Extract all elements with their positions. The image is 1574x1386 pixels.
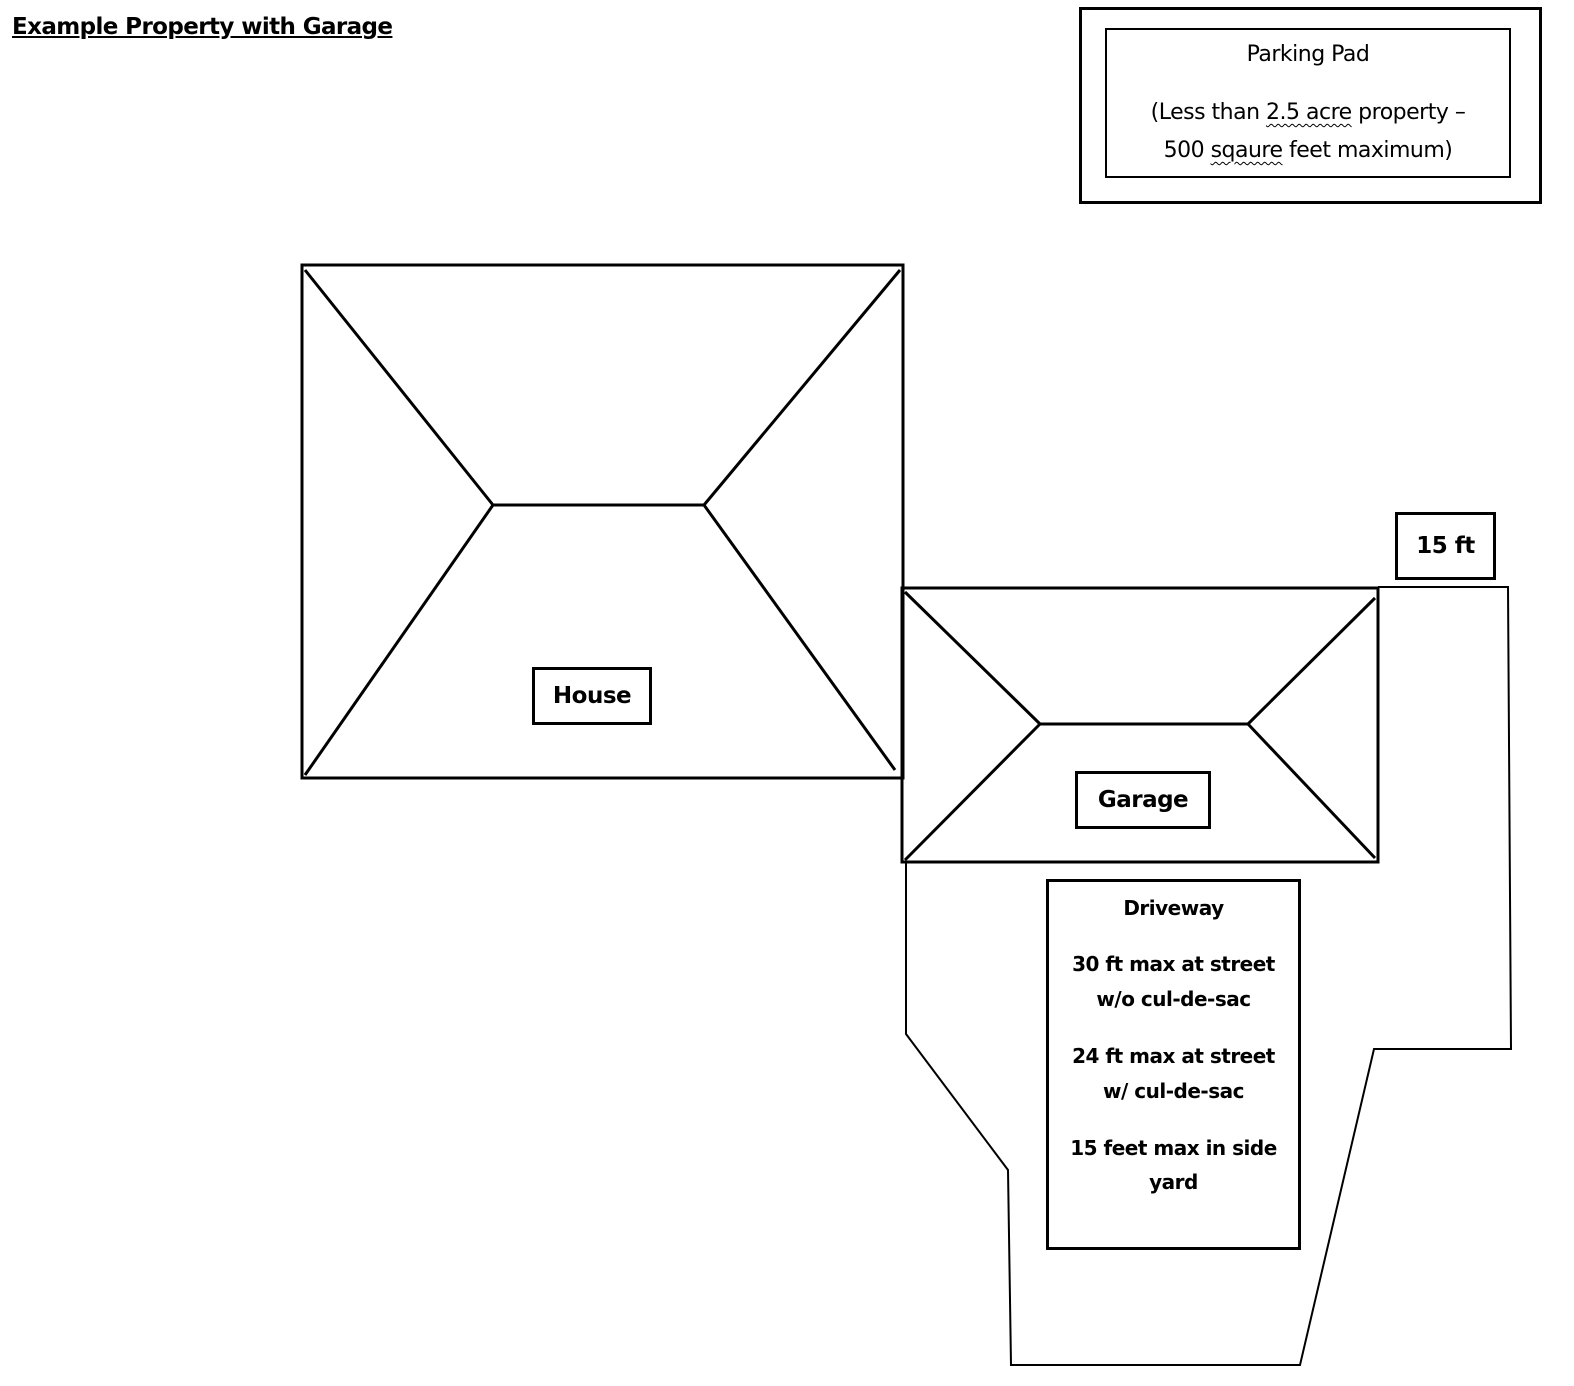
driveway-rule-line: 24 ft max at street (1072, 1044, 1275, 1068)
driveway-rule-line: w/o cul-de-sac (1096, 987, 1251, 1011)
house-hip-top-left (303, 269, 495, 506)
parking-pad-line-1-pre: (Less than (1150, 100, 1267, 125)
house-roof (300, 263, 905, 780)
garage-roof (900, 586, 1380, 864)
driveway-outline (905, 586, 1513, 1366)
garage-hip-bottom-left (903, 722, 1042, 862)
parking-pad-box: Parking Pad (Less than 2.5 acre property… (1105, 28, 1511, 178)
parking-pad-line-2-pre: 500 (1163, 138, 1211, 163)
house-outline (300, 263, 905, 780)
garage-label: Garage (1075, 771, 1211, 829)
parking-pad-line-2: 500 sqaure feet maximum) (1107, 138, 1509, 163)
house-label: House (532, 667, 652, 725)
house-hip-top-right (702, 269, 902, 506)
parking-pad-title: Parking Pad (1246, 42, 1370, 67)
parking-pad-line-1-post: property – (1351, 100, 1466, 125)
house-hip-bottom-left (303, 504, 495, 776)
page-title: Example Property with Garage (12, 14, 393, 40)
garage-hip-bottom-right (1246, 722, 1377, 860)
driveway-rule-line: w/ cul-de-sac (1103, 1079, 1244, 1103)
garage-hip-top-right (1246, 596, 1377, 726)
garage-hip-top-left (903, 590, 1042, 726)
driveway-title: Driveway (1123, 896, 1224, 920)
garage-outline (900, 586, 1380, 864)
parking-pad-line-2-underlined: sqaure (1210, 138, 1283, 163)
driveway-box: Driveway 30 ft max at street w/o cul-de-… (1046, 879, 1301, 1250)
setback-15ft-label: 15 ft (1395, 512, 1496, 580)
parking-pad-outer-box (1079, 7, 1542, 204)
parking-pad-line-1-underlined: 2.5 acre (1266, 100, 1352, 125)
driveway-rule-line: 15 feet max in side (1070, 1136, 1277, 1160)
driveway-rule-line: 30 ft max at street (1072, 952, 1275, 976)
house-hip-bottom-right (702, 504, 897, 771)
parking-pad-line-1: (Less than 2.5 acre property – (1107, 100, 1509, 125)
parking-pad-line-2-post: feet maximum) (1282, 138, 1453, 163)
driveway-rule-line: yard (1149, 1170, 1198, 1194)
